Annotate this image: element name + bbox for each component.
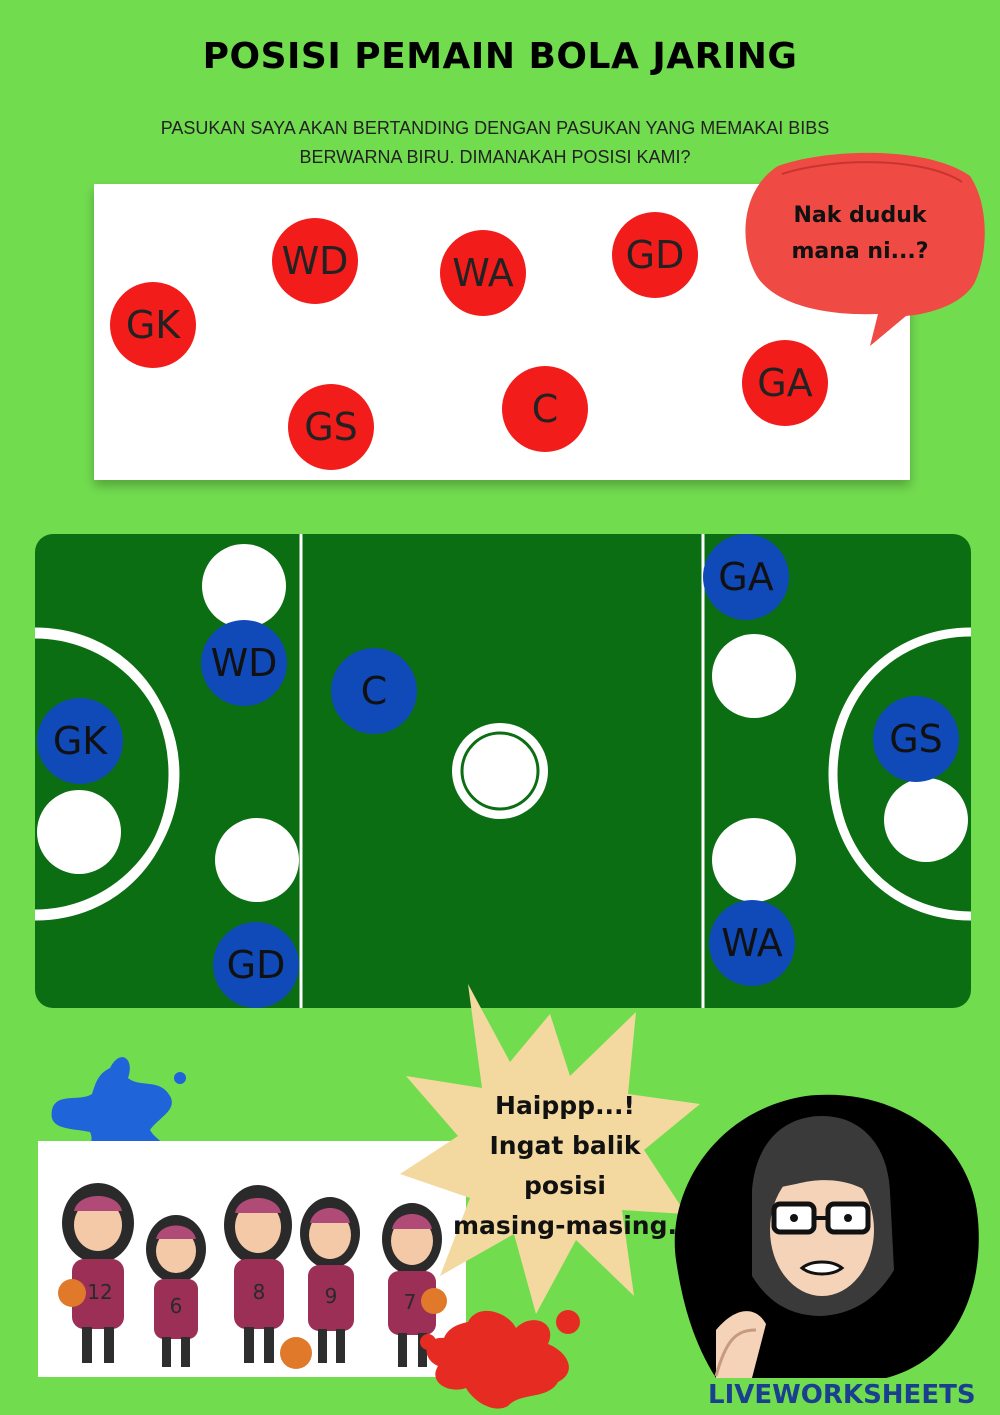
jersey-number: 8: [253, 1280, 266, 1304]
blue-c: C: [331, 648, 417, 734]
starburst-line-1: Haippp...!: [495, 1091, 635, 1120]
court-lines: [35, 534, 971, 1008]
jersey-number: 6: [170, 1294, 183, 1318]
instruction-line-1: PASUKAN SAYA AKAN BERTANDING DENGAN PASU…: [160, 118, 830, 138]
players-illustration: 12 6 8 9 7: [58, 1183, 447, 1369]
token-wa[interactable]: WA: [440, 230, 526, 316]
empty-spot[interactable]: [37, 790, 121, 874]
blue-gk: GK: [37, 698, 123, 784]
empty-spot[interactable]: [712, 818, 796, 902]
token-gd[interactable]: GD: [612, 212, 698, 298]
token-gk[interactable]: GK: [110, 282, 196, 368]
empty-spot[interactable]: [202, 544, 286, 628]
speech-bubble-text: Nak duduk mana ni...?: [791, 203, 929, 264]
empty-spot[interactable]: [712, 634, 796, 718]
jersey-number: 7: [404, 1290, 417, 1314]
instruction-text: PASUKAN SAYA AKAN BERTANDING DENGAN PASU…: [100, 114, 890, 172]
empty-spot[interactable]: [215, 818, 299, 902]
blue-ga: GA: [703, 534, 789, 620]
jersey-number: 9: [325, 1284, 338, 1308]
speech-bubble: [745, 152, 985, 346]
red-paint-splash: [420, 1310, 580, 1409]
watermark-logo: LIVEWORKSHEETS: [708, 1380, 976, 1410]
empty-spot[interactable]: [884, 778, 968, 862]
teacher-character: [674, 1094, 979, 1378]
token-gs[interactable]: GS: [288, 384, 374, 470]
starburst-line-3: posisi: [524, 1171, 606, 1200]
blue-gs: GS: [873, 696, 959, 782]
starburst-callout: [400, 984, 700, 1314]
instruction-line-2: BERWARNA BIRU. DIMANAKAH POSISI KAMI?: [299, 147, 691, 167]
netball-court: WD GK GD C GA GS WA: [35, 534, 971, 1008]
page-title: POSISI PEMAIN BOLA JARING: [202, 36, 798, 77]
token-c[interactable]: C: [502, 366, 588, 452]
starburst-line-4: masing-masing.: [453, 1211, 677, 1240]
starburst-text: Haippp...! Ingat balik posisi masing-mas…: [430, 1086, 700, 1246]
blue-gd: GD: [213, 922, 299, 1008]
blue-wd: WD: [201, 620, 287, 706]
jersey-number: 12: [87, 1280, 112, 1304]
starburst-line-2: Ingat balik: [489, 1131, 641, 1160]
token-ga[interactable]: GA: [742, 340, 828, 426]
players-image: 12 6 8 9 7: [38, 1141, 466, 1377]
blue-wa: WA: [709, 900, 795, 986]
token-wd[interactable]: WD: [272, 218, 358, 304]
